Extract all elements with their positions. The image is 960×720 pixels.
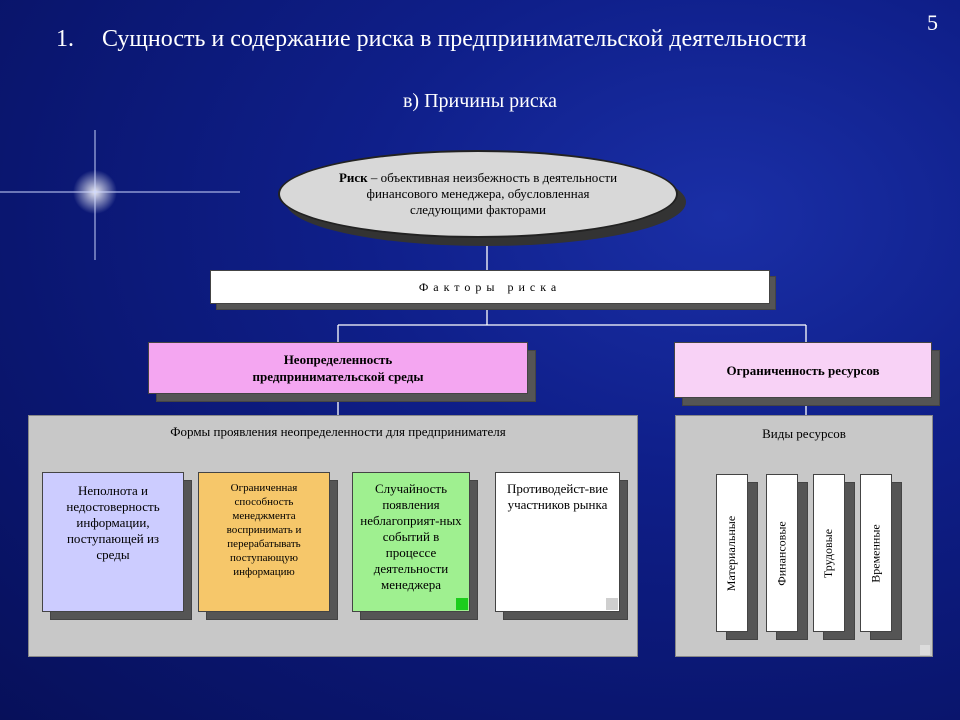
risk-definition-text: – объективная неизбежность в деятельност… [366,170,618,217]
limited-resources-box: Ограниченность ресурсов [674,342,932,398]
limited-management-ability-card: Ограниченная способность менеджмента вос… [198,472,330,612]
slide-subtitle: в) Причины риска [402,90,558,112]
market-opposition-card: Противодейст-вие участников рынка [495,472,620,612]
resource-types-label: Виды ресурсов [762,426,846,441]
resource-material-label: Материальные [724,515,739,591]
resource-material: Материальные [716,474,748,632]
resource-financial: Финансовые [766,474,798,632]
uncertainty-forms-label: Формы проявления неопределенности для пр… [170,424,506,439]
title-number: 1. [56,26,74,52]
corner-square-green [456,598,468,610]
resource-time-label: Временные [868,523,883,583]
corner-square-gray [606,598,618,610]
resource-labor-label: Трудовые [821,528,836,578]
risk-term: Риск [338,170,368,185]
risk-factors-box: Факторы риска [210,270,770,304]
resource-time: Временные [860,474,892,632]
resource-financial-label: Финансовые [774,520,789,586]
title-text: Сущность и содержание риска в предприним… [102,26,807,52]
risk-definition-ellipse: Риск – объективная неизбежность в деятел… [278,150,678,238]
corner-square-gray [920,645,930,655]
incomplete-information-card: Неполнота и недостоверность информации, … [42,472,184,612]
slide-title: 1. Сущность и содержание риска в предприн… [56,26,807,53]
random-adverse-events-card: Случайность появления неблагоприят-ных с… [352,472,470,612]
uncertainty-box: Неопределенность предпринимательской сре… [148,342,528,394]
resource-labor: Трудовые [813,474,845,632]
slide-number: 5 [927,10,938,35]
